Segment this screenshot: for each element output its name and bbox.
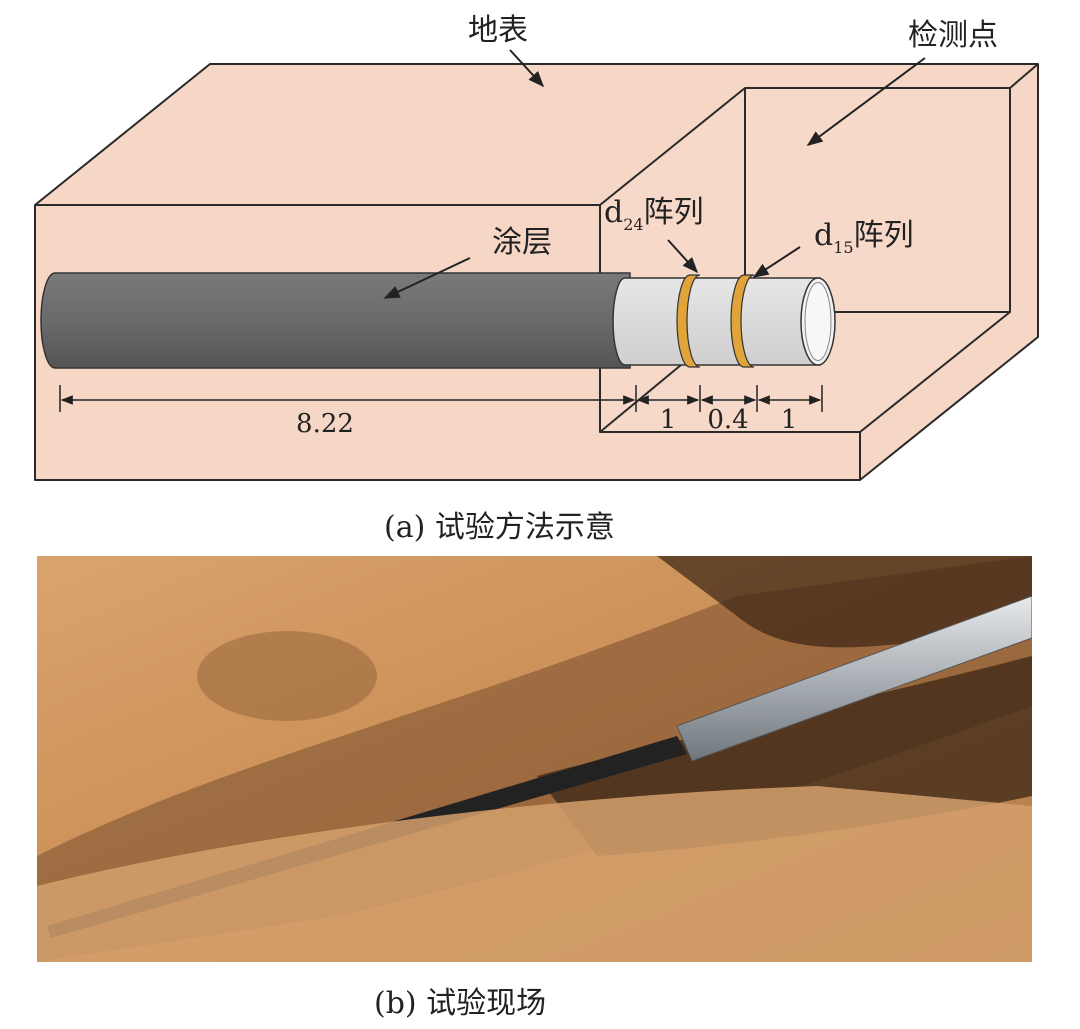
d15-array-label: d15阵列 xyxy=(814,218,914,257)
coated-pipe xyxy=(40,272,631,369)
dim-segment-3: 1 xyxy=(781,405,798,435)
field-test-photo xyxy=(37,556,1032,962)
bare-pipe-section xyxy=(612,277,836,366)
detection-point-label: 检测点 xyxy=(908,18,998,53)
soil-box xyxy=(34,63,1039,481)
surface-arrow xyxy=(509,49,545,88)
caption-b: (b) 试验现场 xyxy=(374,986,547,1021)
detection-point-arrow xyxy=(806,57,926,146)
d24-array-label: d24阵列 xyxy=(604,195,704,234)
coating-arrow xyxy=(383,257,471,299)
test-method-diagram: 8.22 1 0.4 1 地表 检测点 涂层 d24阵列 d15阵列 xyxy=(34,13,1039,481)
dim-segment-2: 0.4 xyxy=(707,405,748,435)
d24-sensor-ring xyxy=(676,274,701,368)
dim-segment-1: 1 xyxy=(660,405,677,435)
dim-coated-length: 8.22 xyxy=(296,409,354,439)
coating-label: 涂层 xyxy=(492,225,552,260)
caption-a: (a) 试验方法示意 xyxy=(384,510,615,545)
surface-label: 地表 xyxy=(468,13,528,48)
d15-arrow xyxy=(752,246,801,278)
d15-sensor-ring xyxy=(730,274,755,368)
d24-arrow xyxy=(667,239,699,274)
dimension-lines xyxy=(59,385,823,412)
